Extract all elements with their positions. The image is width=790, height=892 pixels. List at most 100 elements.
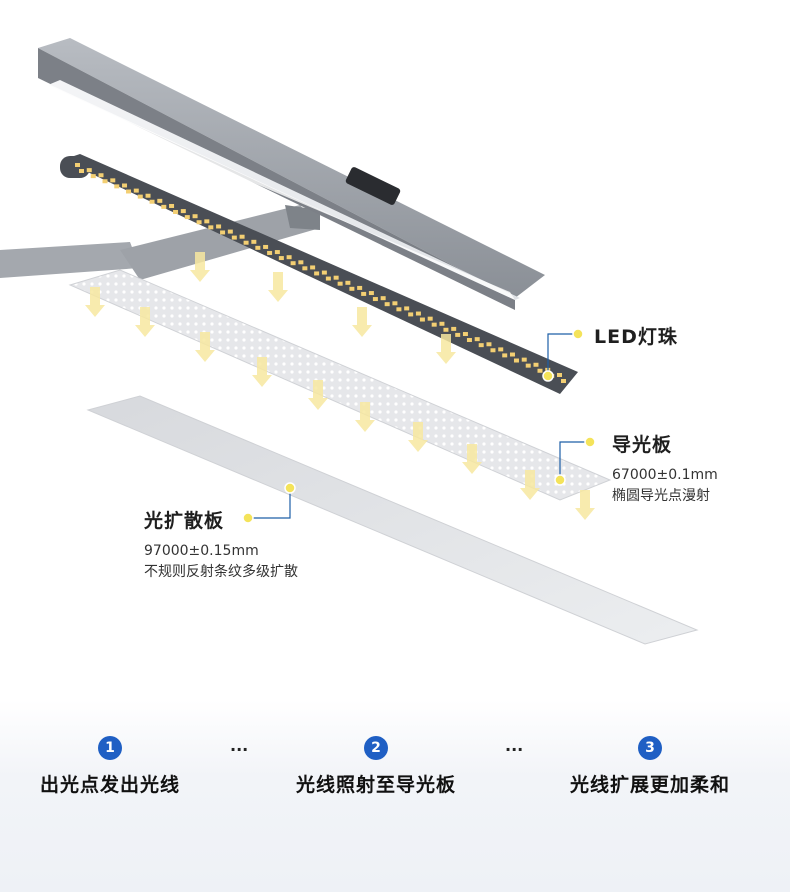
led-chip bbox=[525, 363, 531, 368]
led-chip bbox=[114, 184, 120, 189]
led-chip bbox=[161, 204, 167, 209]
light-arrow bbox=[135, 307, 155, 337]
led-chip bbox=[333, 275, 339, 280]
process-steps-band: 1 出光点发出光线 ... 2 光线照射至导光板 ... 3 光线扩展更加柔和 bbox=[0, 700, 790, 892]
led-chip bbox=[345, 280, 351, 285]
led-chip bbox=[220, 230, 226, 235]
led-chip bbox=[216, 224, 222, 229]
led-chip bbox=[290, 261, 296, 266]
led-chip bbox=[380, 296, 386, 301]
led-chip bbox=[368, 291, 374, 296]
light-arrow bbox=[462, 444, 482, 474]
led-chip bbox=[278, 256, 284, 261]
led-chip bbox=[561, 379, 566, 383]
led-chip bbox=[267, 250, 273, 255]
led-chip bbox=[145, 193, 151, 198]
led-chip bbox=[513, 358, 519, 363]
light-guide-plate bbox=[68, 269, 612, 501]
led-chip bbox=[372, 297, 378, 302]
led-chip bbox=[396, 307, 402, 312]
light-arrow bbox=[252, 357, 272, 387]
led-chip bbox=[255, 245, 261, 250]
led-chip bbox=[208, 225, 214, 230]
diffuser-plate bbox=[86, 395, 699, 645]
led-chip bbox=[443, 327, 449, 332]
led-callout-title: LED灯珠 bbox=[594, 326, 678, 348]
led-chip bbox=[408, 312, 414, 317]
led-chip bbox=[466, 338, 472, 343]
led-chip bbox=[321, 270, 327, 275]
led-chip bbox=[384, 302, 390, 307]
led-callout: LED灯珠 bbox=[594, 322, 678, 349]
led-chip bbox=[302, 266, 308, 271]
led-chip bbox=[263, 244, 269, 249]
led-chip bbox=[361, 291, 367, 296]
lamp-arm bbox=[0, 205, 320, 280]
led-chip bbox=[451, 326, 457, 331]
led-chip bbox=[415, 311, 421, 316]
led-chip bbox=[169, 203, 175, 208]
step-1: 1 出光点发出光线 bbox=[0, 736, 220, 797]
led-chip bbox=[192, 214, 198, 219]
light-arrow bbox=[408, 422, 428, 452]
guide-callout-title: 导光板 bbox=[612, 434, 673, 456]
step-2: 2 光线照射至导光板 bbox=[266, 736, 486, 797]
led-chip bbox=[251, 239, 257, 244]
step-3-label: 光线扩展更加柔和 bbox=[569, 774, 730, 796]
led-chip bbox=[537, 368, 543, 373]
led-chip bbox=[427, 316, 433, 321]
led-chip bbox=[173, 209, 179, 214]
led-chip bbox=[478, 343, 484, 348]
led-chip bbox=[357, 285, 363, 290]
light-arrow bbox=[85, 287, 105, 317]
light-arrow bbox=[575, 490, 595, 520]
step-separator-2: ... bbox=[505, 736, 524, 755]
diffuser-callout-spec: 97000±0.15mm bbox=[144, 543, 259, 559]
led-chip bbox=[509, 352, 515, 357]
led-chip bbox=[474, 337, 480, 342]
led-chip bbox=[180, 209, 186, 214]
led-chip bbox=[86, 168, 92, 173]
led-chip bbox=[227, 229, 233, 234]
led-chip bbox=[126, 189, 132, 194]
led-chip bbox=[337, 281, 343, 286]
led-chip bbox=[502, 353, 508, 358]
light-arrow bbox=[520, 470, 540, 500]
light-arrow bbox=[190, 252, 210, 282]
led-chip bbox=[455, 332, 461, 337]
led-chip bbox=[98, 173, 104, 178]
lamp-head-bar bbox=[38, 38, 545, 310]
led-chip bbox=[102, 179, 108, 184]
diffuser-callout-title: 光扩散板 bbox=[144, 510, 225, 532]
light-arrow bbox=[436, 334, 456, 364]
led-chip bbox=[90, 174, 96, 179]
exploded-lamp-diagram bbox=[0, 38, 699, 645]
led-chip bbox=[137, 194, 143, 199]
led-chip bbox=[286, 255, 292, 260]
led-chip bbox=[110, 178, 116, 183]
led-chip bbox=[439, 321, 445, 326]
led-chip bbox=[486, 342, 492, 347]
light-ray-arrows bbox=[85, 252, 595, 520]
step-1-number: 1 bbox=[98, 736, 122, 760]
led-chip bbox=[431, 322, 437, 327]
led-callout-connector bbox=[542, 328, 584, 382]
led-chip bbox=[243, 240, 249, 245]
step-3-number: 3 bbox=[638, 736, 662, 760]
led-chip bbox=[204, 219, 210, 224]
led-chip bbox=[149, 199, 155, 204]
led-chip bbox=[557, 373, 562, 377]
led-chip bbox=[404, 306, 410, 311]
led-chip bbox=[122, 183, 128, 188]
light-arrow bbox=[355, 402, 375, 432]
led-chip bbox=[133, 188, 139, 193]
led-chip bbox=[239, 234, 245, 239]
step-2-label: 光线照射至导光板 bbox=[295, 774, 456, 796]
guide-callout-connector bbox=[554, 436, 596, 486]
led-chip bbox=[79, 169, 84, 173]
led-chip bbox=[462, 332, 468, 337]
led-chip bbox=[419, 317, 425, 322]
led-chip bbox=[533, 362, 539, 367]
led-chip bbox=[75, 163, 80, 167]
light-arrow bbox=[308, 380, 328, 410]
